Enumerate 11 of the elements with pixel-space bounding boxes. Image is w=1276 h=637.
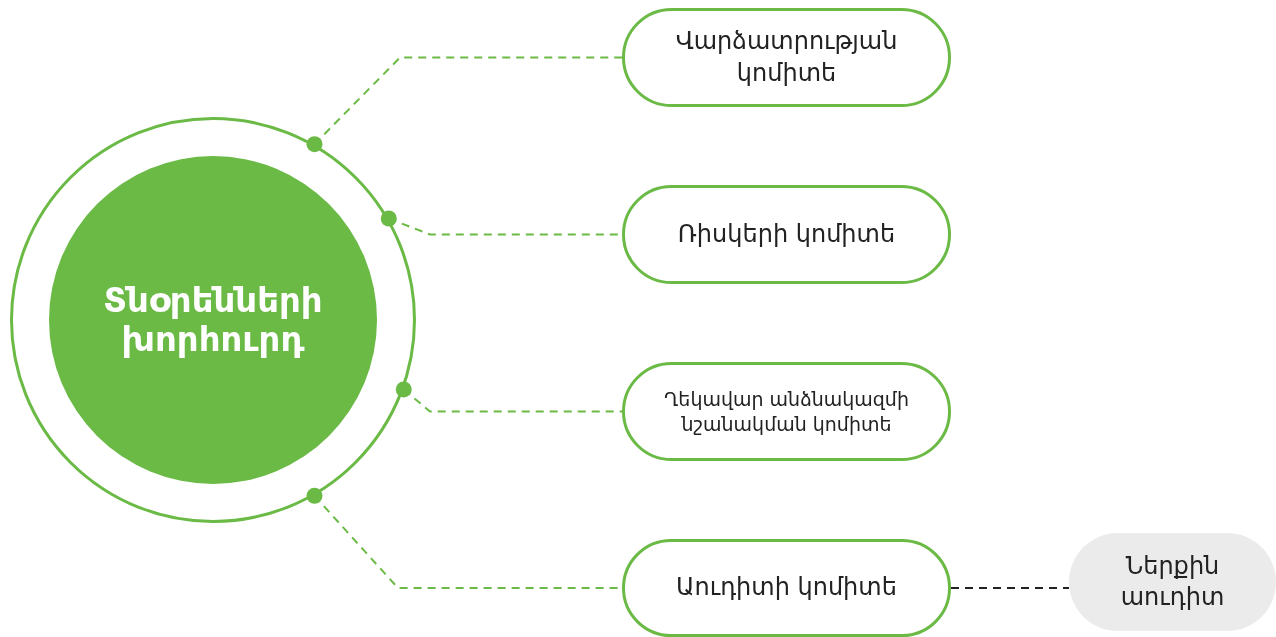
node-label: Վարձատրության կոմիտե [674, 26, 899, 89]
outer-ring [10, 117, 416, 523]
node-title: Տնօրենների խորհուրդ [102, 280, 324, 360]
dotted-connector [306, 56, 623, 153]
connector-line [950, 587, 1070, 589]
node-label: Ներքին աուդիտ [1119, 550, 1226, 613]
node-label: Ռիսկերի կոմիտե [677, 218, 896, 250]
dotted-connector [395, 381, 623, 413]
shaded-pill [1069, 533, 1276, 631]
node-label: Ղեկավար անձնակազմի նշանակման կոմիտե [663, 386, 910, 437]
node-label: Աուդիտի կոմիտե [676, 572, 897, 604]
